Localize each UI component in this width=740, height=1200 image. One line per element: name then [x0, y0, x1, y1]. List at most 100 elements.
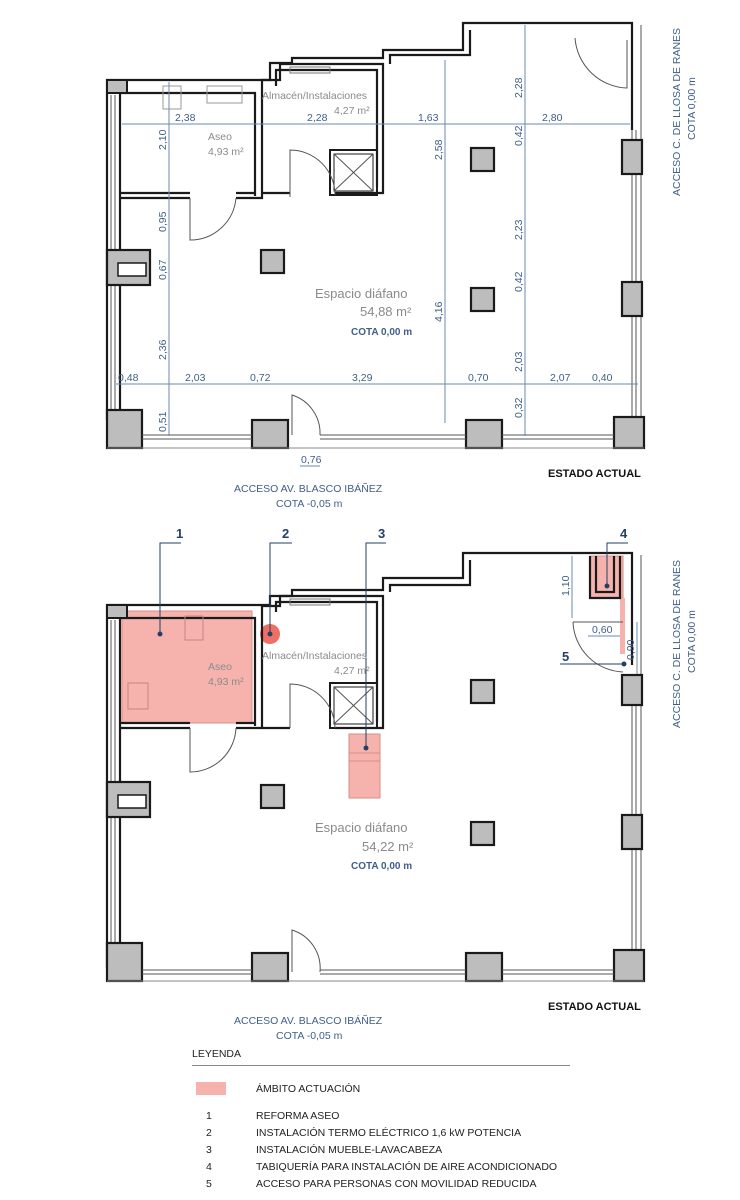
room-area-espacio: 54,22 m² — [362, 839, 414, 854]
legend-item: 4 TABIQUERÍA PARA INSTALACIÓN DE AIRE ACO… — [192, 1158, 570, 1175]
aseo-highlight — [121, 610, 253, 724]
dim-text: 2,10 — [157, 129, 169, 150]
room-area-almacen: 4,27 m² — [334, 665, 370, 677]
almacen-walls — [260, 594, 385, 730]
legend-item-number: 4 — [206, 1160, 212, 1173]
main-door — [291, 394, 321, 436]
legend-item-text: REFORMA ASEO — [256, 1109, 340, 1122]
dim-text: 0,95 — [157, 211, 169, 232]
accessible-access-highlight — [620, 598, 625, 654]
callout-4: 4 — [620, 526, 628, 541]
dim-text: 0,70 — [468, 372, 489, 384]
legend-title: LEYENDA — [192, 1048, 570, 1066]
bottom-facade — [107, 969, 644, 982]
legend-item-number: 1 — [206, 1109, 212, 1122]
dim-text: 0,60 — [592, 624, 613, 636]
almacen-walls — [260, 62, 385, 196]
access-bottom-label: ACCESO AV. BLASCO IBÁÑEZ — [234, 1014, 383, 1027]
callout-5: 5 — [562, 649, 569, 664]
room-name-aseo: Aseo — [208, 131, 232, 143]
access-bottom-cota: COTA -0,05 m — [276, 498, 343, 510]
plan-bottom: 1 2 3 4 5 1,10 0,60 0,90 Aseo 4,93 m² — [105, 526, 698, 1042]
dim-text: 2,28 — [307, 112, 328, 124]
dimensions-bottom: 1,10 0,60 0,90 — [560, 556, 638, 674]
legend-item-text: ACCESO PARA PERSONAS CON MOVILIDAD REDUC… — [256, 1177, 537, 1190]
dim-text: 1,63 — [418, 112, 439, 124]
room-name-aseo: Aseo — [208, 661, 232, 673]
dim-text: 2,36 — [157, 339, 169, 360]
room-area-espacio: 54,88 m² — [360, 304, 412, 319]
room-name-almacen: Almacén/Instalaciones — [262, 90, 367, 102]
legend-item-number: 5 — [206, 1177, 212, 1190]
room-name-almacen: Almacén/Instalaciones — [262, 650, 367, 662]
sink-icon — [206, 85, 243, 104]
ac-partition-wall — [588, 556, 622, 600]
dim-text: 0,42 — [513, 125, 525, 146]
dim-text: 0,32 — [513, 397, 525, 418]
dim-text: 2,58 — [433, 139, 445, 160]
callouts: 1 2 3 4 5 — [157, 526, 628, 751]
side-door — [574, 37, 628, 89]
toilet-icon — [184, 615, 204, 641]
legend-swatch-row: ÁMBITO ACTUACIÓN — [192, 1082, 570, 1095]
dim-text: 2,07 — [550, 372, 571, 384]
dim-text: 2,03 — [513, 351, 525, 372]
dim-text: 2,28 — [513, 77, 525, 98]
dim-text: 0,40 — [592, 372, 613, 384]
legend-item: 3 INSTALACIÓN MUEBLE-LAVACABEZA — [192, 1141, 570, 1158]
dim-text: 2,80 — [542, 112, 563, 124]
room-area-almacen: 4,27 m² — [334, 105, 370, 117]
dim-text: 2,38 — [175, 112, 196, 124]
dim-text: 0,72 — [250, 372, 271, 384]
room-area-aseo: 4,93 m² — [208, 676, 244, 688]
dim-text: 0,90 — [625, 639, 637, 660]
room-name-espacio: Espacio diáfano — [315, 286, 408, 301]
dim-text: 0,67 — [157, 259, 169, 280]
columns — [105, 673, 646, 983]
callout-2: 2 — [282, 526, 289, 541]
legend-item-text: TABIQUERÍA PARA INSTALACIÓN DE AIRE ACON… — [256, 1160, 558, 1173]
callout-3: 3 — [378, 526, 385, 541]
plan-top: 2,38 2,28 1,63 2,80 0,48 2,03 0,72 3,29 … — [105, 21, 698, 510]
room-area-aseo: 4,93 m² — [208, 146, 244, 158]
dim-text: 3,29 — [352, 372, 373, 384]
legend-swatch-label: ÁMBITO ACTUACIÓN — [256, 1082, 361, 1095]
dimensions-top: 2,38 2,28 1,63 2,80 0,48 2,03 0,72 3,29 … — [116, 25, 638, 467]
aseo-walls — [120, 85, 264, 200]
aseo-door — [189, 727, 237, 773]
dim-text: 2,23 — [513, 219, 525, 240]
legend-item-text: INSTALACIÓN TERMO ELÉCTRICO 1,6 kW POTEN… — [256, 1126, 522, 1139]
room-name-espacio: Espacio diáfano — [315, 820, 408, 835]
dim-text: 0,76 — [301, 454, 322, 466]
legend-item: 2 INSTALACIÓN TERMO ELÉCTRICO 1,6 kW POTE… — [192, 1124, 570, 1141]
corner-pillar — [106, 604, 128, 619]
outer-walls — [105, 21, 642, 420]
legend-item-text: INSTALACIÓN MUEBLE-LAVACABEZA — [256, 1143, 443, 1156]
access-right-cota: COTA 0,00 m — [686, 77, 698, 140]
legend-item-number: 3 — [206, 1143, 212, 1156]
almacen-door — [289, 149, 336, 197]
sink-icon — [127, 682, 149, 710]
legend-item-number: 2 — [206, 1126, 212, 1139]
aseo-door — [189, 197, 237, 241]
dim-text: 4,16 — [433, 301, 445, 322]
bottom-facade — [107, 434, 644, 449]
access-right-cota: COTA 0,00 m — [686, 610, 698, 673]
lavacabeza-highlight — [348, 733, 381, 799]
dim-text: 1,10 — [560, 575, 572, 596]
dim-text: 2,03 — [185, 372, 206, 384]
legend-items: 1 REFORMA ASEO 2 INSTALACIÓN TERMO ELÉCTRI… — [192, 1107, 570, 1192]
ac-partition-inner — [594, 556, 616, 594]
access-bottom-label: ACCESO AV. BLASCO IBÁÑEZ — [234, 482, 383, 495]
main-door — [291, 929, 321, 973]
toilet-icon — [162, 85, 182, 110]
legend-item: 1 REFORMA ASEO — [192, 1107, 570, 1124]
almacen-door — [289, 683, 336, 729]
dim-text: 0,48 — [118, 372, 139, 384]
side-door — [572, 621, 624, 673]
callout-1: 1 — [176, 526, 183, 541]
corner-pillar — [106, 79, 128, 94]
action-scope-swatch — [196, 1082, 226, 1095]
state-label: ESTADO ACTUAL — [548, 468, 641, 480]
